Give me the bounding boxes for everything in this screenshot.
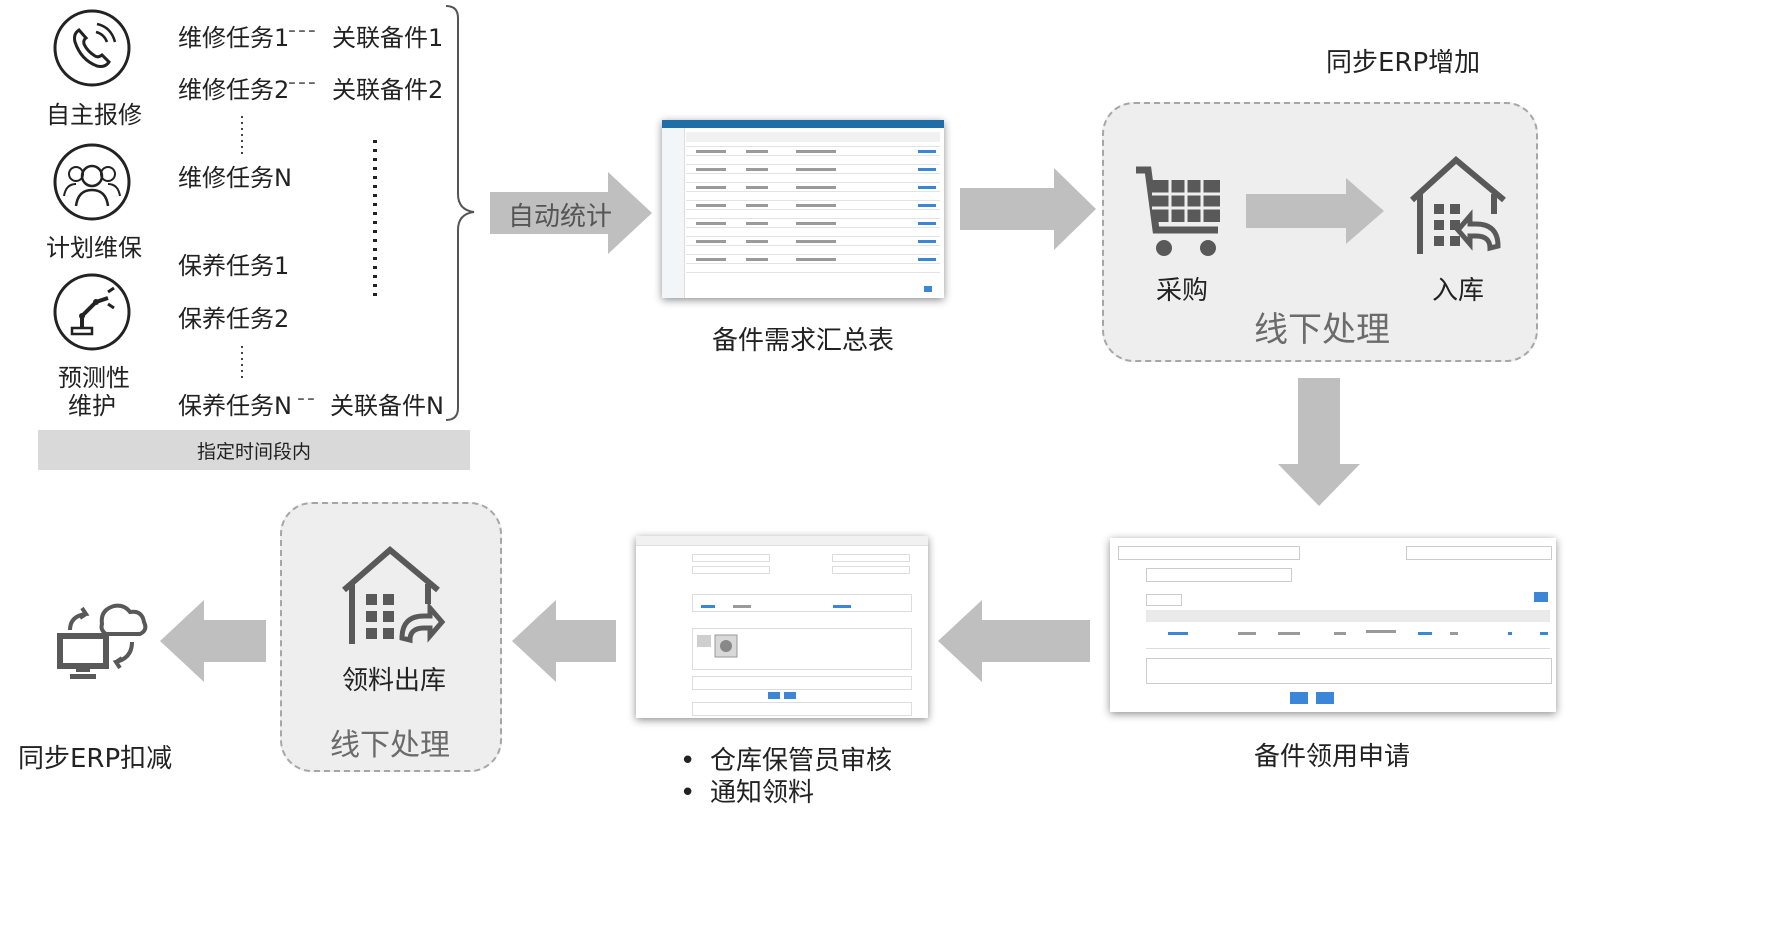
apply-caption: 备件领用申请 — [1254, 742, 1411, 772]
vertical-dots-1 — [240, 116, 244, 160]
apply-row-2 — [1146, 568, 1292, 582]
time-window-label: 指定时间段内 — [196, 440, 311, 463]
robot-arm-icon — [52, 272, 132, 356]
arrow-to-review — [938, 600, 1090, 686]
summary-pager — [924, 286, 932, 292]
link-dash-n: -- — [297, 386, 317, 411]
bullet-dot-1: • — [680, 746, 696, 776]
summary-toolbar — [686, 132, 940, 142]
summary-sidebar — [662, 128, 685, 298]
warehouse-out-icon — [340, 544, 446, 652]
repair-task-2: 维修任务2 — [178, 76, 290, 104]
purchase-label: 采购 — [1156, 276, 1209, 306]
review-table — [692, 594, 912, 612]
predictive-label-1: 预测性 — [58, 364, 130, 392]
bullet-dot-2: • — [680, 778, 696, 808]
arrow-to-purchase — [960, 168, 1096, 254]
review-field-2 — [832, 554, 910, 562]
vertical-dots-2 — [240, 346, 244, 386]
curly-brace — [444, 4, 480, 426]
bullet-review-text: 仓库保管员审核 — [710, 746, 893, 776]
review-field-4 — [832, 566, 910, 574]
part-n: 关联备件N — [330, 392, 444, 420]
link-dash-2: --- — [288, 70, 318, 95]
issue-out-label: 领料出库 — [342, 666, 447, 696]
auto-stats-arrow — [490, 172, 652, 258]
apply-add-button — [1534, 592, 1548, 602]
maint-task-1: 保养任务1 — [178, 252, 290, 280]
review-image-box — [692, 628, 912, 670]
offline-bottom-label: 线下处理 — [330, 728, 450, 763]
warehouse-in-icon — [1408, 154, 1508, 262]
bullet-notify-text: 通知领料 — [710, 778, 815, 808]
self-report-label: 自主报修 — [46, 101, 142, 129]
maint-task-n: 保养任务N — [178, 392, 292, 420]
part-2: 关联备件2 — [332, 76, 444, 104]
bullet-notify: • 通知领料 — [680, 772, 814, 809]
apply-cancel — [1316, 692, 1334, 704]
auto-stats-label: 自动统计 — [508, 202, 613, 232]
review-log — [692, 702, 912, 716]
purchase-to-stock-arrow — [1246, 178, 1384, 248]
planned-label: 计划维保 — [46, 234, 142, 262]
summary-table-screenshot — [662, 120, 944, 298]
review-approve — [768, 692, 780, 699]
review-field-1 — [692, 554, 770, 562]
review-screenshot — [636, 536, 928, 718]
apply-remark — [1146, 658, 1552, 684]
time-window-bar: 指定时间段内 — [38, 430, 470, 470]
bullet-review: • 仓库保管员审核 — [680, 740, 892, 777]
apply-table-header — [1146, 610, 1550, 622]
review-field-3 — [692, 566, 770, 574]
apply-submit — [1290, 692, 1308, 704]
offline-top-label: 线下处理 — [1254, 310, 1390, 350]
down-arrow — [1278, 378, 1360, 510]
phone-icon — [52, 8, 132, 92]
repair-task-n: 维修任务N — [178, 164, 292, 192]
maint-task-2: 保养任务2 — [178, 305, 290, 333]
people-icon — [52, 142, 132, 226]
summary-table-body — [686, 146, 940, 288]
cloud-sync-icon — [56, 592, 148, 688]
arrow-to-issue — [512, 600, 616, 686]
apply-row-1b — [1406, 546, 1552, 560]
summary-caption: 备件需求汇总表 — [712, 326, 895, 356]
review-tabs — [636, 536, 928, 546]
repair-task-1: 维修任务1 — [178, 24, 290, 52]
apply-table-row — [1146, 624, 1550, 649]
part-1: 关联备件1 — [332, 24, 444, 52]
arrow-to-erp-deduct — [160, 600, 266, 686]
predictive-label-2: 维护 — [68, 392, 116, 420]
apply-tab — [1146, 594, 1182, 606]
cart-icon — [1134, 164, 1226, 264]
erp-add-label: 同步ERP增加 — [1326, 48, 1481, 78]
vertical-dots-long — [372, 140, 378, 304]
link-dash-1: --- — [288, 18, 318, 43]
summary-header-bar — [662, 120, 944, 128]
review-comment — [692, 676, 912, 690]
apply-row-1 — [1118, 546, 1300, 560]
review-reject — [784, 692, 796, 699]
stock-in-label: 入库 — [1432, 276, 1485, 306]
apply-form-screenshot — [1110, 538, 1556, 712]
erp-deduct-label: 同步ERP扣减 — [18, 744, 173, 774]
